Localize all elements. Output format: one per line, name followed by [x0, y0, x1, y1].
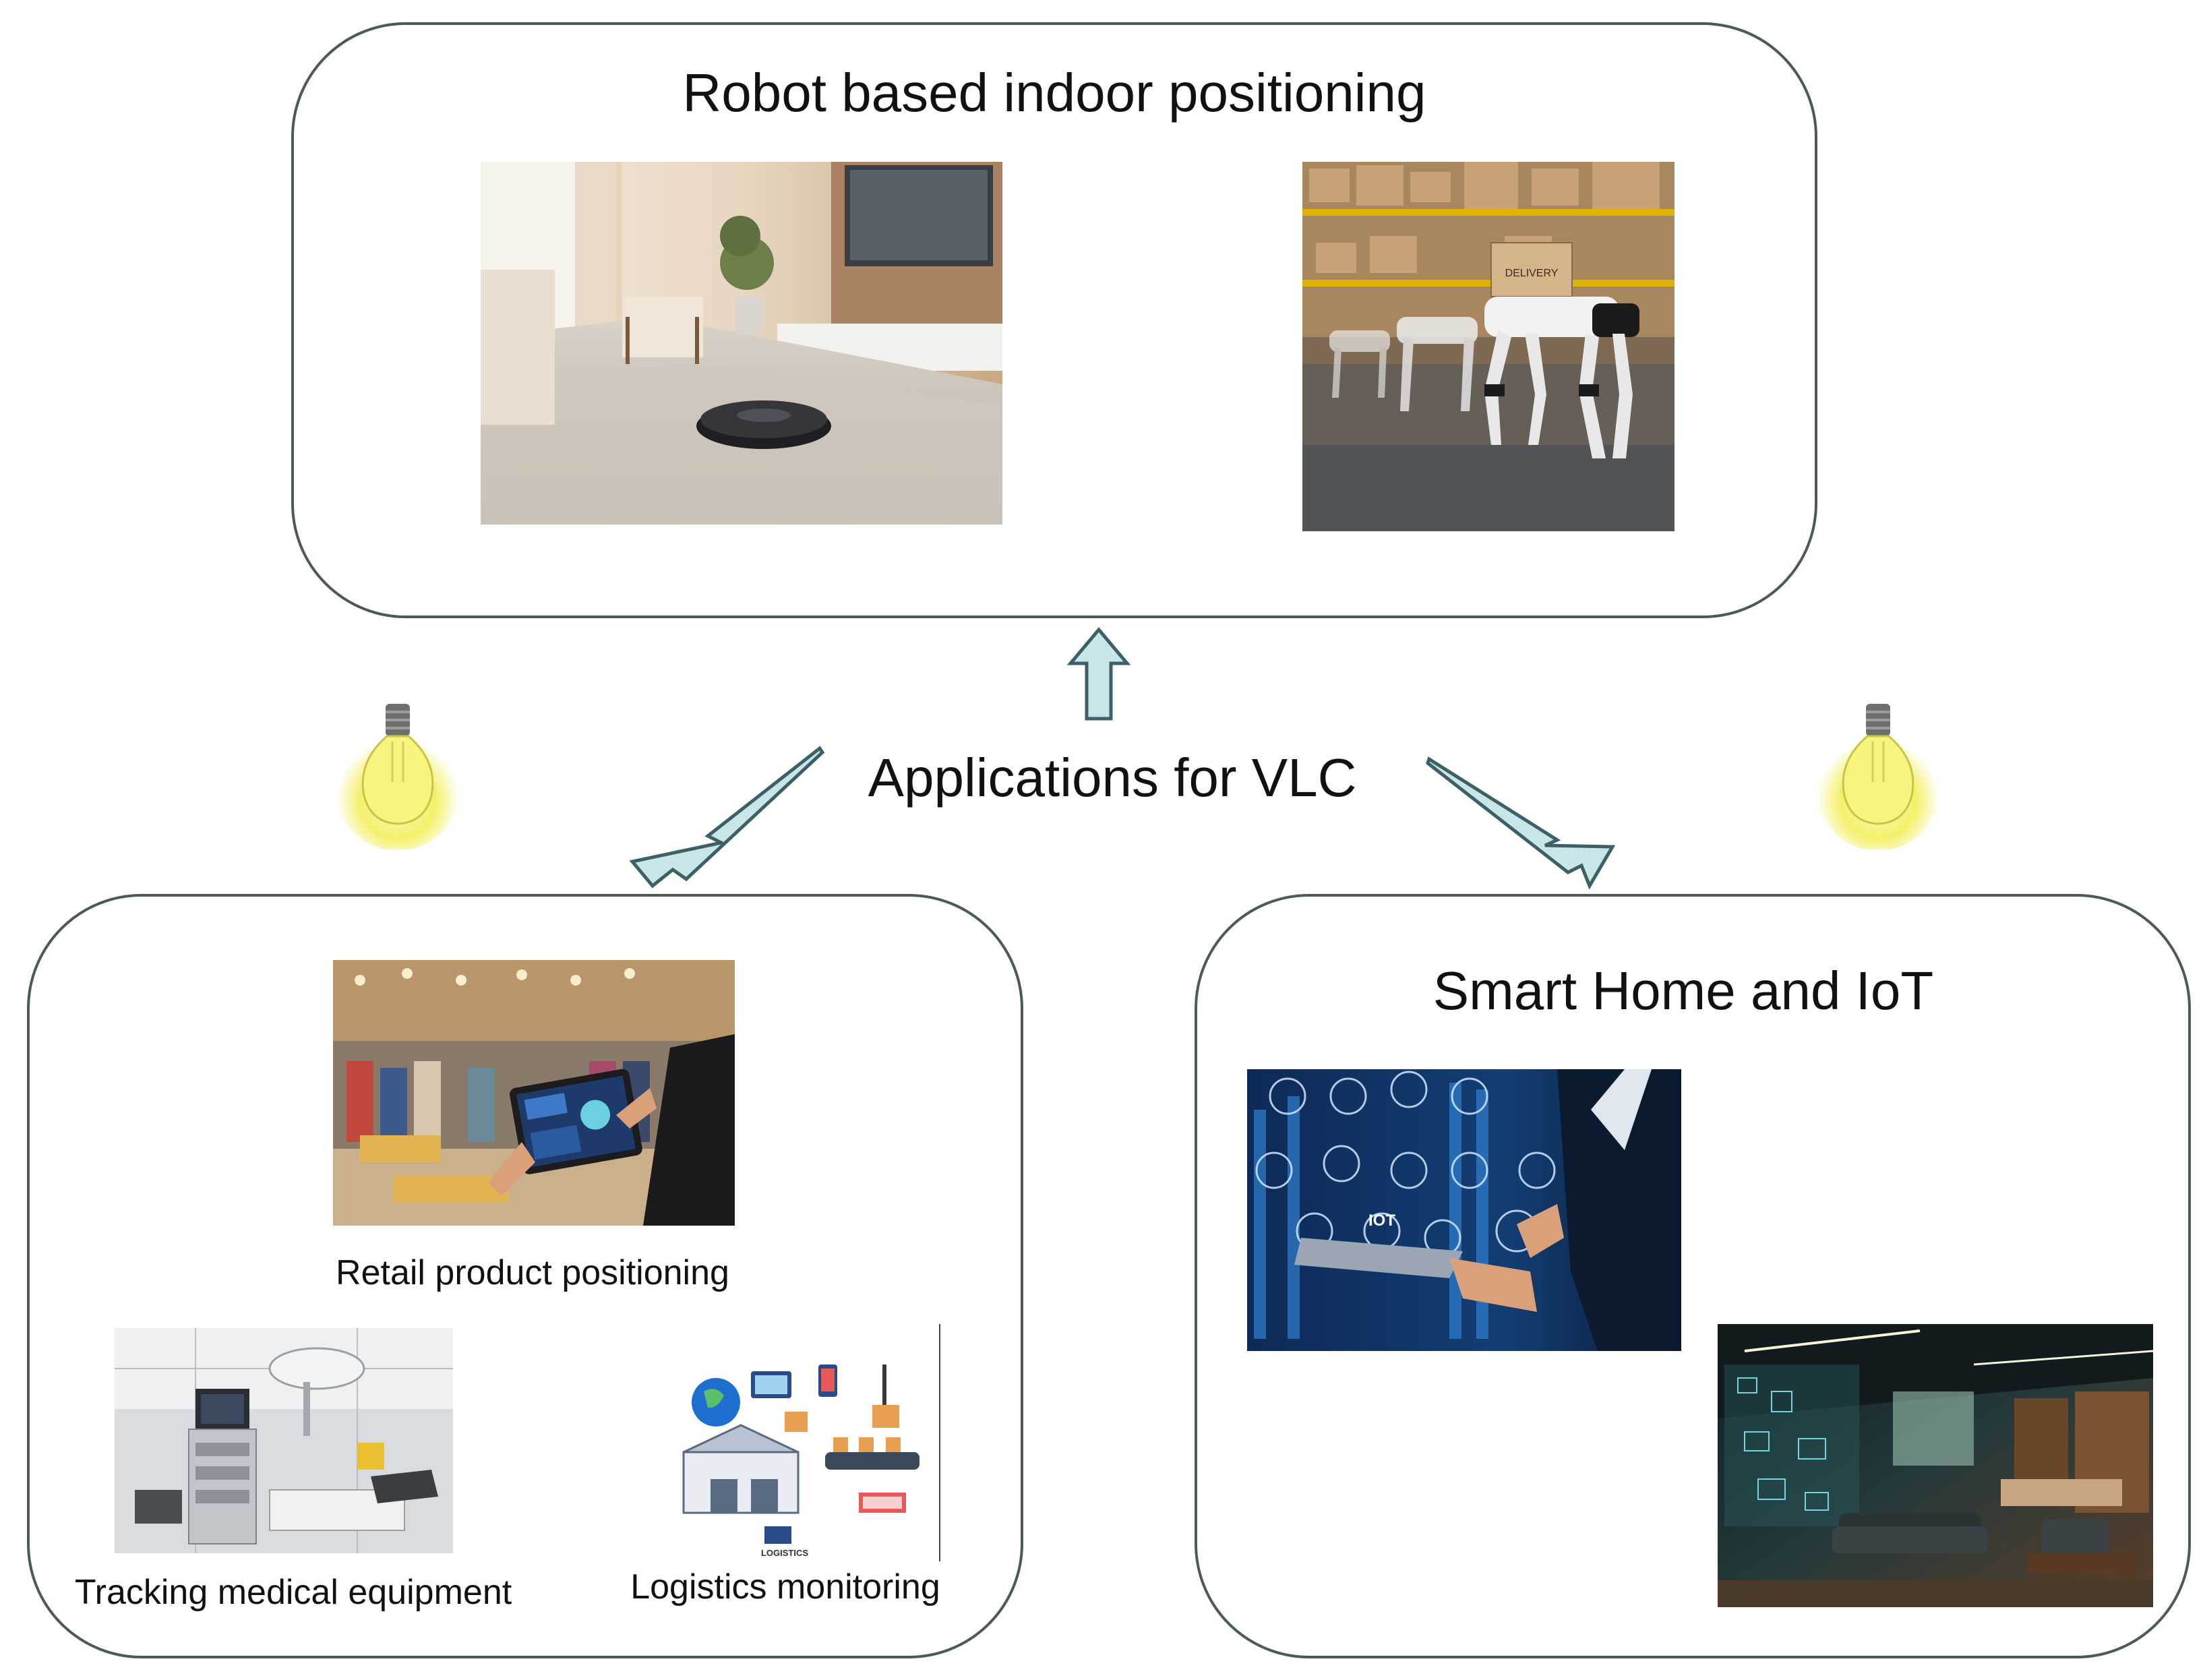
retail-caption: Retail product positioning: [336, 1253, 729, 1292]
center-label: Applications for VLC: [868, 748, 1357, 808]
robot-panel-title: Robot based indoor positioning: [682, 63, 1426, 123]
arrow-down-right-icon: [1426, 756, 1616, 890]
robot-vacuum-photo: [481, 162, 1002, 524]
light-bulb-icon: [336, 704, 460, 849]
retail-tablet-icon: [333, 960, 735, 1226]
logistics-badge: LOGISTICS: [761, 1548, 808, 1558]
smarthome-panel-title: Smart Home and IoT: [1432, 961, 1934, 1021]
logistics-network-icon: LOGISTICS: [663, 1324, 941, 1561]
delivery-robot-dog-icon: DELIVERY: [1302, 162, 1674, 531]
retail-product-photo: [333, 960, 735, 1226]
arrow-up-icon: [1066, 627, 1131, 721]
iot-tablet-icon: IOT: [1247, 1069, 1681, 1351]
smart-living-room-photo: [1718, 1324, 2153, 1607]
medical-equipment-photo: [115, 1328, 453, 1553]
logistics-illustration: LOGISTICS: [663, 1324, 941, 1561]
smart-living-room-icon: [1718, 1324, 2153, 1607]
delivery-box-label: DELIVERY: [1505, 268, 1559, 279]
light-bulb-icon: [1816, 704, 1940, 849]
iot-badge: IOT: [1368, 1211, 1395, 1230]
robot-vacuum-icon: [481, 162, 1002, 524]
logistics-caption: Logistics monitoring: [630, 1567, 940, 1607]
medical-caption: Tracking medical equipment: [74, 1573, 512, 1612]
arrow-down-left-icon: [629, 746, 825, 889]
delivery-robot-photo: DELIVERY: [1302, 162, 1674, 531]
medical-room-icon: [115, 1328, 453, 1553]
iot-tablet-photo: IOT: [1247, 1069, 1681, 1351]
